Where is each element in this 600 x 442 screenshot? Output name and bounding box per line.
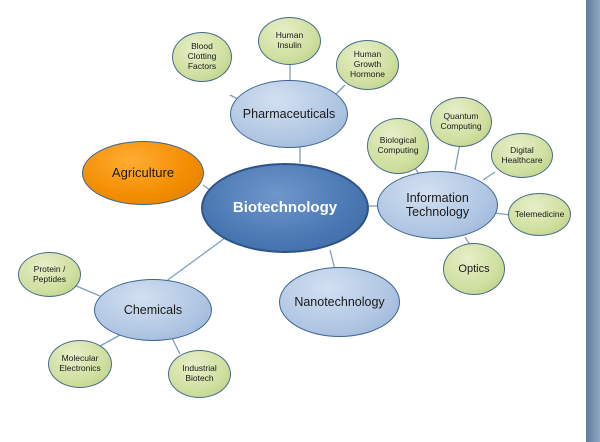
node-nanotechnology: Nanotechnology [279,267,400,337]
connector-it-telemedicine [494,212,511,216]
connector-it-quantum [454,142,461,171]
node-pharmaceuticals: Pharmaceuticals [230,80,348,148]
node-industrial-biotech: Industrial Biotech [168,350,231,398]
node-protein-peptides: Protein / Peptides [18,252,81,297]
connector-center-chemicals [164,237,226,283]
node-blood-clotting-factors: Blood Clotting Factors [172,32,232,82]
node-human-growth-hormone: Human Growth Hormone [336,40,399,90]
node-molecular-electronics: Molecular Electronics [48,340,112,388]
connector-it-digital [482,171,496,181]
window-edge-strip [586,0,600,442]
connector-center-nano [329,249,336,271]
node-agriculture: Agriculture [82,141,204,205]
node-telemedicine: Telemedicine [508,193,571,236]
connector-chemicals-protein [73,284,101,297]
node-quantum-computing: Quantum Computing [430,97,492,147]
node-human-insulin: Human Insulin [258,17,321,65]
node-biological-computing: Biological Computing [367,118,429,174]
connector-chemicals-industrial [171,337,181,355]
connector-chemicals-molecular [99,334,121,347]
node-biotechnology: Biotechnology [201,163,369,253]
node-digital-healthcare: Digital Healthcare [491,133,553,178]
node-chemicals: Chemicals [94,279,212,341]
node-optics: Optics [443,243,505,295]
node-information-technology: Information Technology [377,171,498,239]
